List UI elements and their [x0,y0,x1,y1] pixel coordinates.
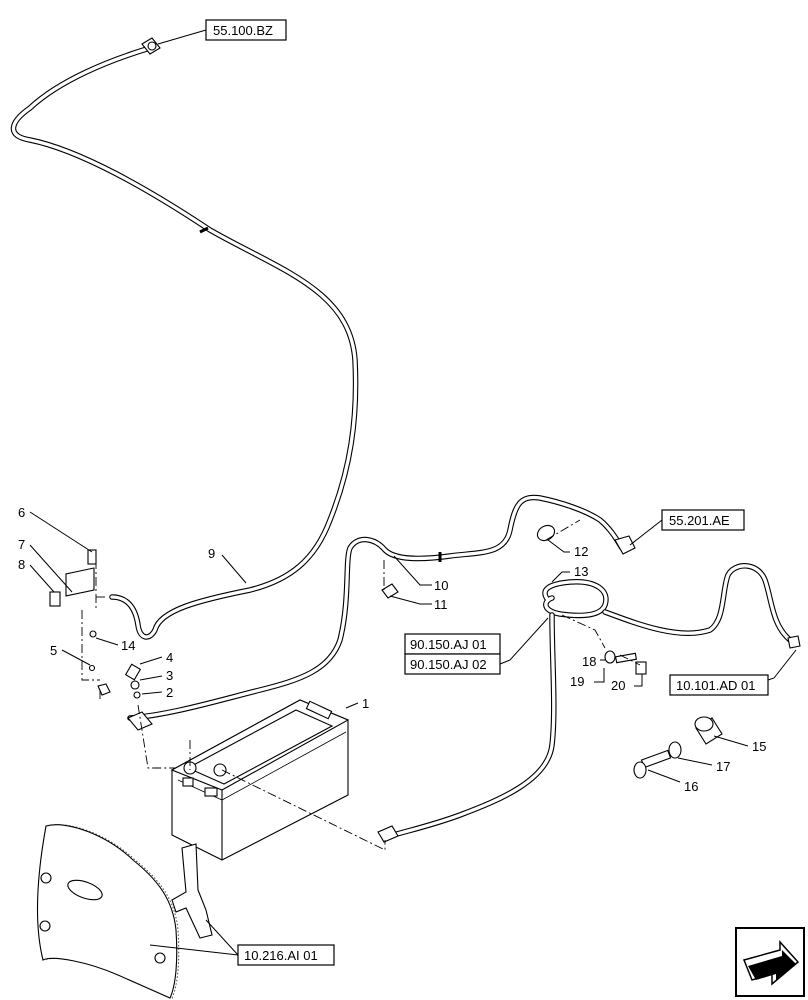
assembly-lines [81,519,641,851]
callout-10: 10 [434,578,448,593]
ref-90-150-aj[interactable]: 90.150.AJ 01 90.150.AJ 02 [404,617,549,675]
ref-10-101-ad01-label: 10.101.AD 01 [676,678,756,693]
callouts: 1 2 3 4 5 6 7 8 9 10 11 12 13 14 15 16 1 [18,505,766,794]
callout-11: 11 [434,597,448,612]
callout-20: 20 [611,678,625,693]
ref-90-150-aj02-label: 90.150.AJ 02 [410,657,487,672]
ref-55-100-bz[interactable]: 55.100.BZ [157,19,287,45]
ref-10-101-ad01[interactable]: 10.101.AD 01 [669,649,797,696]
battery-bracket [171,843,213,939]
callout-2: 2 [166,685,173,700]
callout-1: 1 [362,696,369,711]
cable-9 [10,37,359,640]
callout-17: 17 [716,759,730,774]
ref-10-216-ai01-label: 10.216.AI 01 [244,948,318,963]
callout-18: 18 [582,654,596,669]
battery-cover [36,824,180,999]
cable-10 [97,494,636,721]
ref-55-100-bz-label: 55.100.BZ [213,23,273,38]
ref-90-150-aj01-label: 90.150.AJ 01 [410,637,487,652]
terminal-block [49,549,153,731]
callout-8: 8 [18,557,25,572]
hardware [604,650,723,779]
callout-19: 19 [570,674,584,689]
callout-16: 16 [684,779,698,794]
callout-13: 13 [574,564,588,579]
ref-55-201-ae-label: 55.201.AE [669,513,730,528]
callout-7: 7 [18,537,25,552]
next-page-arrow-icon[interactable] [735,927,805,997]
ref-55-201-ae[interactable]: 55.201.AE [629,509,745,546]
callout-4: 4 [166,650,173,665]
callout-9: 9 [208,546,215,561]
battery [170,699,350,861]
clips [381,524,556,599]
ref-10-216-ai01[interactable]: 10.216.AI 01 [149,919,335,966]
cable-13 [377,563,801,843]
callout-6: 6 [18,505,25,520]
callout-14: 14 [121,638,135,653]
callout-12: 12 [574,544,588,559]
callout-3: 3 [166,668,173,683]
callout-15: 15 [752,739,766,754]
callout-5: 5 [50,643,57,658]
